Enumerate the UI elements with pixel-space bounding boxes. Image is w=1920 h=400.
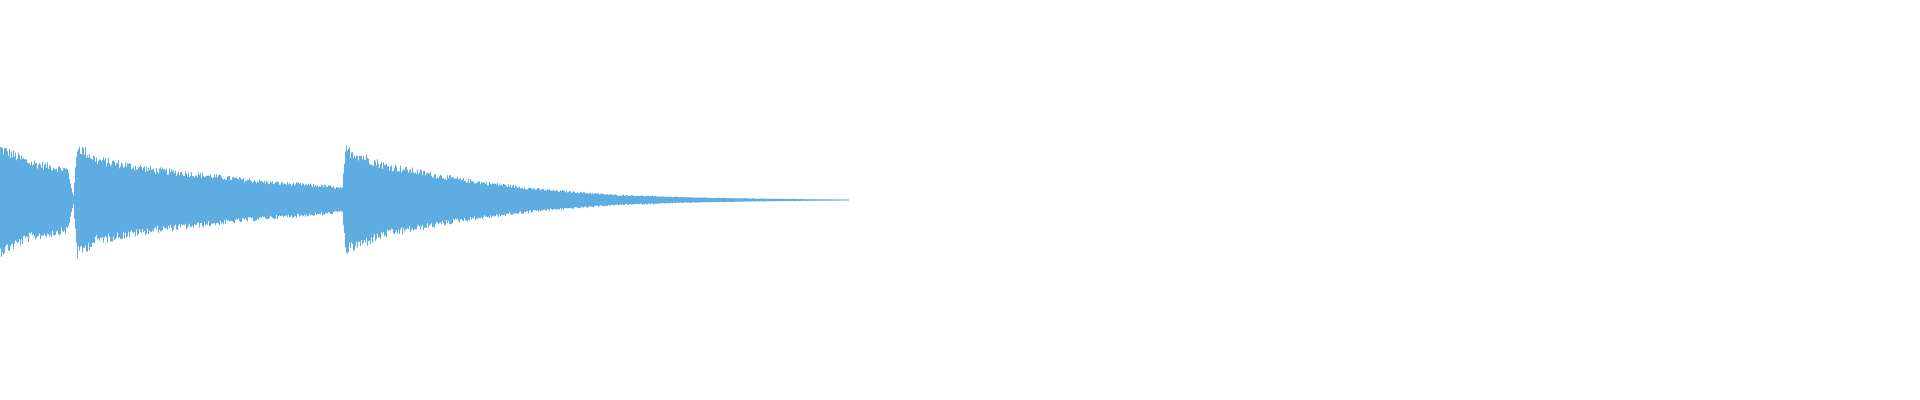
- waveform-samples: [0, 145, 849, 259]
- waveform-path: [0, 145, 849, 259]
